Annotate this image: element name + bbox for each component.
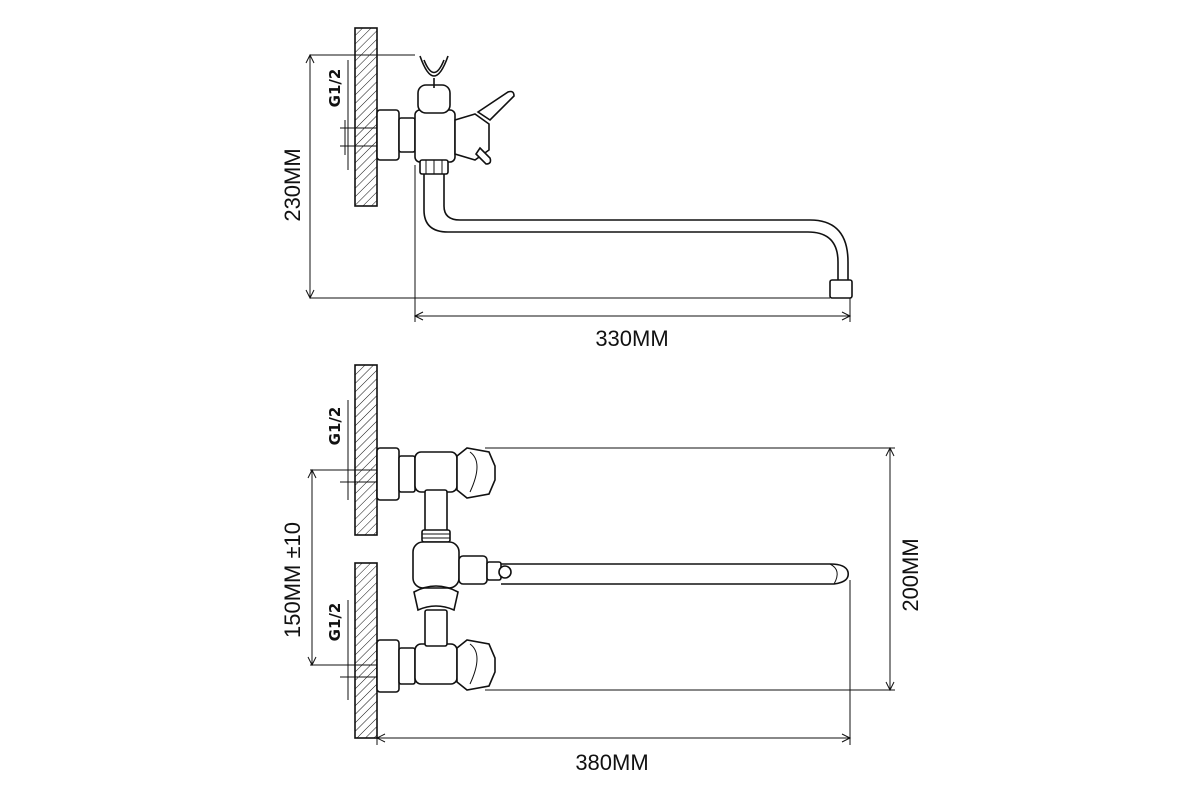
front-spacing-dimension <box>307 468 317 667</box>
front-handle-hot <box>456 447 496 499</box>
side-thread-label: G1/2 <box>326 69 344 108</box>
side-handle <box>454 90 515 165</box>
front-inlet-lower <box>310 639 416 693</box>
side-inlet-fitting <box>340 109 416 161</box>
front-wall-lower <box>354 562 378 739</box>
side-height-dimension <box>305 53 830 300</box>
front-wall-upper <box>354 364 378 536</box>
front-reach-label: 380MM <box>575 750 648 775</box>
side-spout <box>423 174 839 280</box>
front-thread-label-upper: G1/2 <box>326 407 344 446</box>
front-spout <box>501 563 850 585</box>
side-aerator <box>829 279 853 299</box>
side-reach-label: 330MM <box>595 326 668 351</box>
front-thread-label-lower: G1/2 <box>326 603 344 642</box>
front-valve-body <box>412 451 460 685</box>
front-diverter <box>458 555 512 585</box>
front-handle-cold <box>456 639 496 691</box>
front-view <box>307 364 895 745</box>
front-spacing-label: 150MM ±10 <box>280 522 305 638</box>
side-view <box>305 27 853 322</box>
front-reach-dimension <box>375 580 852 745</box>
front-height-label: 200MM <box>898 538 923 611</box>
front-height-dimension <box>485 446 895 692</box>
front-inlet-upper <box>310 447 416 501</box>
side-reach-dimension <box>413 165 852 322</box>
side-height-label: 230MM <box>280 148 305 221</box>
side-valve-body <box>414 55 456 175</box>
